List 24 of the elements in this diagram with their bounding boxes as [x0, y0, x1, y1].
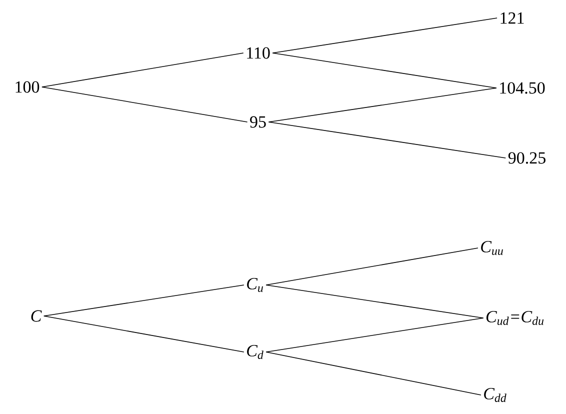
branch-line — [266, 352, 482, 396]
branch-line — [266, 318, 484, 352]
value-label: 95 — [250, 116, 266, 128]
value-label: C — [31, 310, 42, 322]
value-label: 104.50 — [500, 82, 545, 94]
branch-line — [42, 52, 244, 88]
value-label: C$_{uu}$ — [481, 241, 503, 255]
value-label: 110 — [247, 47, 270, 59]
branch-line — [272, 18, 498, 54]
value-label: C$_{dd}$ — [484, 388, 506, 402]
branch-line — [268, 88, 497, 122]
value-label: C$_{d}$ — [247, 345, 264, 359]
value-label: C$_{ud}$=C$_{du}$ — [486, 311, 544, 325]
value-label: 100 — [16, 81, 40, 93]
branch-line — [266, 248, 478, 286]
value-label: 121 — [500, 12, 524, 24]
branch-line — [42, 86, 248, 122]
branch-line — [43, 316, 244, 352]
branch-line — [43, 284, 244, 316]
branch-line — [272, 52, 497, 88]
branch-line — [268, 122, 506, 158]
value-label: 90.25 — [508, 152, 546, 164]
branch-line — [266, 284, 484, 318]
value-label: C$_{u}$ — [247, 278, 263, 292]
